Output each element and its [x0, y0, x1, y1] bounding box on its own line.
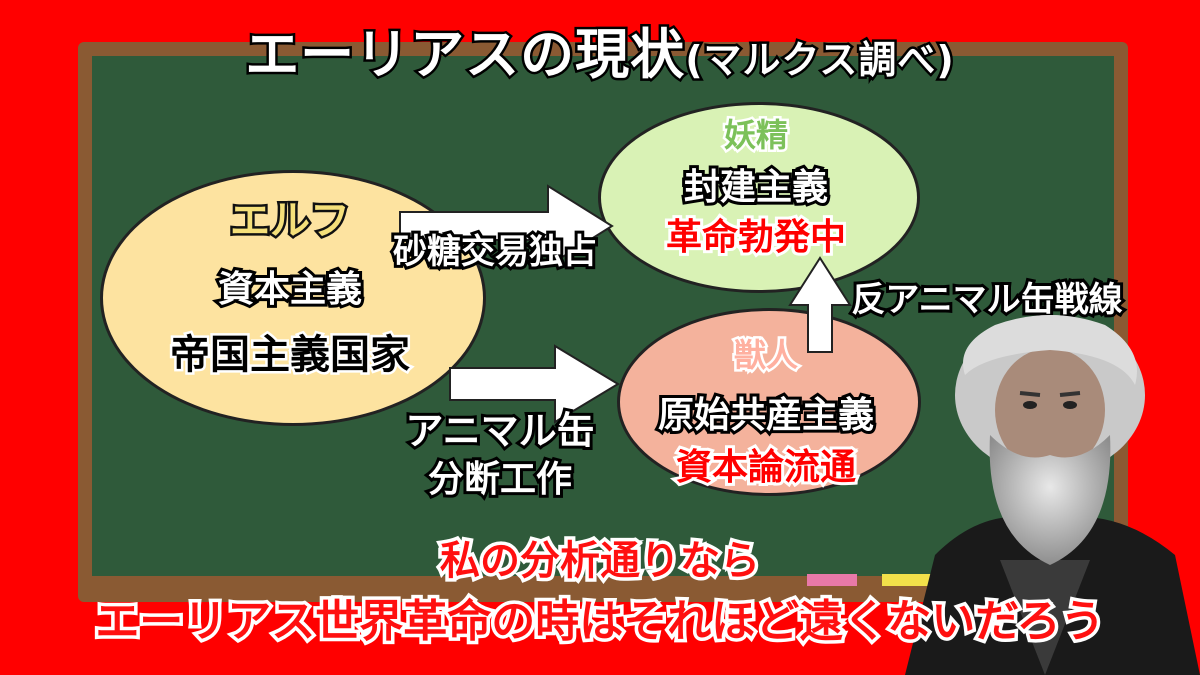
beast-status-label: 資本論流通 — [673, 444, 859, 491]
elf-race-label: エルフ — [228, 196, 353, 247]
title-main: エーリアスの現状 — [243, 21, 687, 89]
beast-system-label: 原始共産主義 — [655, 392, 877, 439]
conclusion-line-1: 私の分析通りなら — [437, 535, 764, 588]
fairy-status-label: 革命勃発中 — [663, 214, 849, 261]
chalk-pink — [807, 574, 857, 586]
chalk-yellow — [882, 574, 932, 586]
elf-system-label: 資本主義 — [215, 266, 365, 313]
elf-state-label: 帝国主義国家 — [168, 330, 413, 381]
arrow-elf-to-fairy — [399, 184, 614, 268]
beast-race-label: 獣人 — [731, 334, 800, 377]
fairy-race-label: 妖精 — [721, 114, 790, 157]
page-title: エーリアスの現状(マルクス調べ) — [0, 10, 1200, 89]
anti-animal-can-front-label: 反アニマル缶戦線 — [848, 277, 1125, 323]
divide-operation-label: 分断工作 — [425, 456, 575, 503]
arrow-beast-to-fairy — [788, 256, 852, 353]
fairy-ellipse — [598, 102, 920, 293]
arrow-elf-to-beast — [449, 344, 620, 424]
title-sub: (マルクス調べ) — [683, 36, 957, 85]
animal-can-label: アニマル缶 — [402, 406, 597, 456]
fairy-system-label: 封建主義 — [681, 164, 831, 211]
sugar-monopoly-label: 砂糖交易独占 — [390, 229, 600, 275]
beast-ellipse — [617, 308, 921, 496]
conclusion-line-2: エーリアス世界革命の時はそれほど遠くないだろう — [92, 593, 1108, 651]
marx-portrait — [905, 315, 1200, 675]
